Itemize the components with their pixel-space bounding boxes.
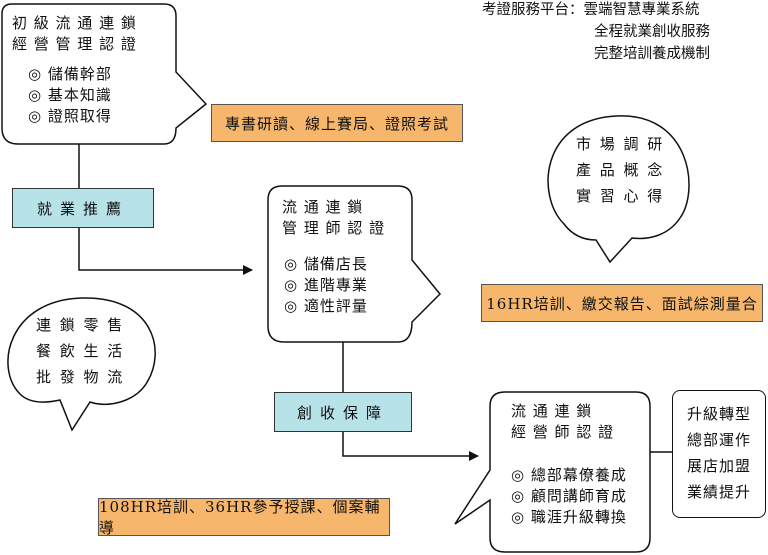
industries-line-2: 餐 飲 生 活 <box>36 342 125 360</box>
manager-cert-content: 流 通 連 鎖 管 理 師 認 證 ◎ 儲備店長 ◎ 進階專業 ◎ 適性評量 <box>282 197 385 317</box>
manager-cert-bubble <box>267 185 442 343</box>
platform-label: 考證服務平台： <box>482 2 584 18</box>
stage-employment-label: 就業推薦 <box>12 188 154 228</box>
connector-manager-to-operator <box>342 342 479 461</box>
platform-line-2: 全程就業創收服務 <box>594 24 710 40</box>
stage-income-label: 創收保障 <box>274 392 412 432</box>
primary-cert-title-2: 經 營 管 理 認 證 <box>12 35 137 53</box>
outcomes-box: 升級轉型 總部運作 展店加盟 業績提升 <box>672 390 766 518</box>
industries-line-3: 批 發 物 流 <box>36 368 125 386</box>
manager-cert-title-1: 流 通 連 鎖 <box>282 198 364 216</box>
operator-cert-item-2: ◎ 顧問講師育成 <box>511 487 627 505</box>
requirement-operator: 108HR培訓、36HR參予授課、個案輔導 <box>98 498 390 537</box>
primary-cert-bubble <box>1 3 208 145</box>
primary-cert-item-1: ◎ 儲備幹部 <box>28 65 112 83</box>
platform-line-3: 完整培訓養成機制 <box>594 46 710 62</box>
operator-cert-bubble <box>454 391 651 553</box>
primary-cert-title-1: 初 級 流 通 連 鎖 <box>12 14 137 32</box>
research-content: 市 場 調 研 產 品 概 念 實 習 心 得 <box>576 131 664 209</box>
primary-cert-content: 初 級 流 通 連 鎖 經 營 管 理 認 證 ◎ 儲備幹部 ◎ 基本知識 ◎ … <box>12 13 137 127</box>
platform-line-1: 雲端智慧專業系統 <box>583 2 700 18</box>
manager-cert-item-2: ◎ 進階專業 <box>284 276 368 294</box>
requirement-primary: 專書研讀、線上賽局、證照考試 <box>211 104 463 142</box>
industries-content: 連 鎖 零 售 餐 飲 生 活 批 發 物 流 <box>36 312 124 390</box>
outcome-4: 業績提升 <box>686 483 751 501</box>
research-line-2: 產 品 概 念 <box>576 161 665 179</box>
industries-line-1: 連 鎖 零 售 <box>36 316 125 334</box>
operator-cert-title-1: 流 通 連 鎖 <box>511 402 593 420</box>
operator-cert-content: 流 通 連 鎖 經 營 師 認 證 ◎ 總部幕僚養成 ◎ 顧問講師育成 ◎ 職涯… <box>511 401 627 528</box>
outcome-3: 展店加盟 <box>686 457 751 475</box>
research-line-3: 實 習 心 得 <box>576 187 665 205</box>
manager-cert-item-1: ◎ 儲備店長 <box>284 255 368 273</box>
manager-cert-item-3: ◎ 適性評量 <box>284 297 368 315</box>
outcome-2: 總部運作 <box>686 431 751 449</box>
operator-cert-item-3: ◎ 職涯升級轉換 <box>511 508 627 526</box>
outcome-1: 升級轉型 <box>686 405 751 423</box>
manager-cert-title-2: 管 理 師 認 證 <box>282 219 386 237</box>
operator-cert-title-2: 經 營 師 認 證 <box>511 423 615 441</box>
operator-cert-item-1: ◎ 總部幕僚養成 <box>511 466 627 484</box>
platform-info: 考證服務平台：雲端智慧專業系統 全程就業創收服務 完整培訓養成機制 <box>482 0 710 65</box>
industries-bubble <box>7 297 156 432</box>
requirement-manager: 16HR培訓、繳交報告、面試綜測量合 <box>481 284 763 322</box>
research-bubble <box>547 115 690 264</box>
primary-cert-item-3: ◎ 證照取得 <box>28 107 112 125</box>
research-line-1: 市 場 調 研 <box>576 135 665 153</box>
primary-cert-item-2: ◎ 基本知識 <box>28 86 112 104</box>
connector-primary-to-manager <box>78 144 253 275</box>
